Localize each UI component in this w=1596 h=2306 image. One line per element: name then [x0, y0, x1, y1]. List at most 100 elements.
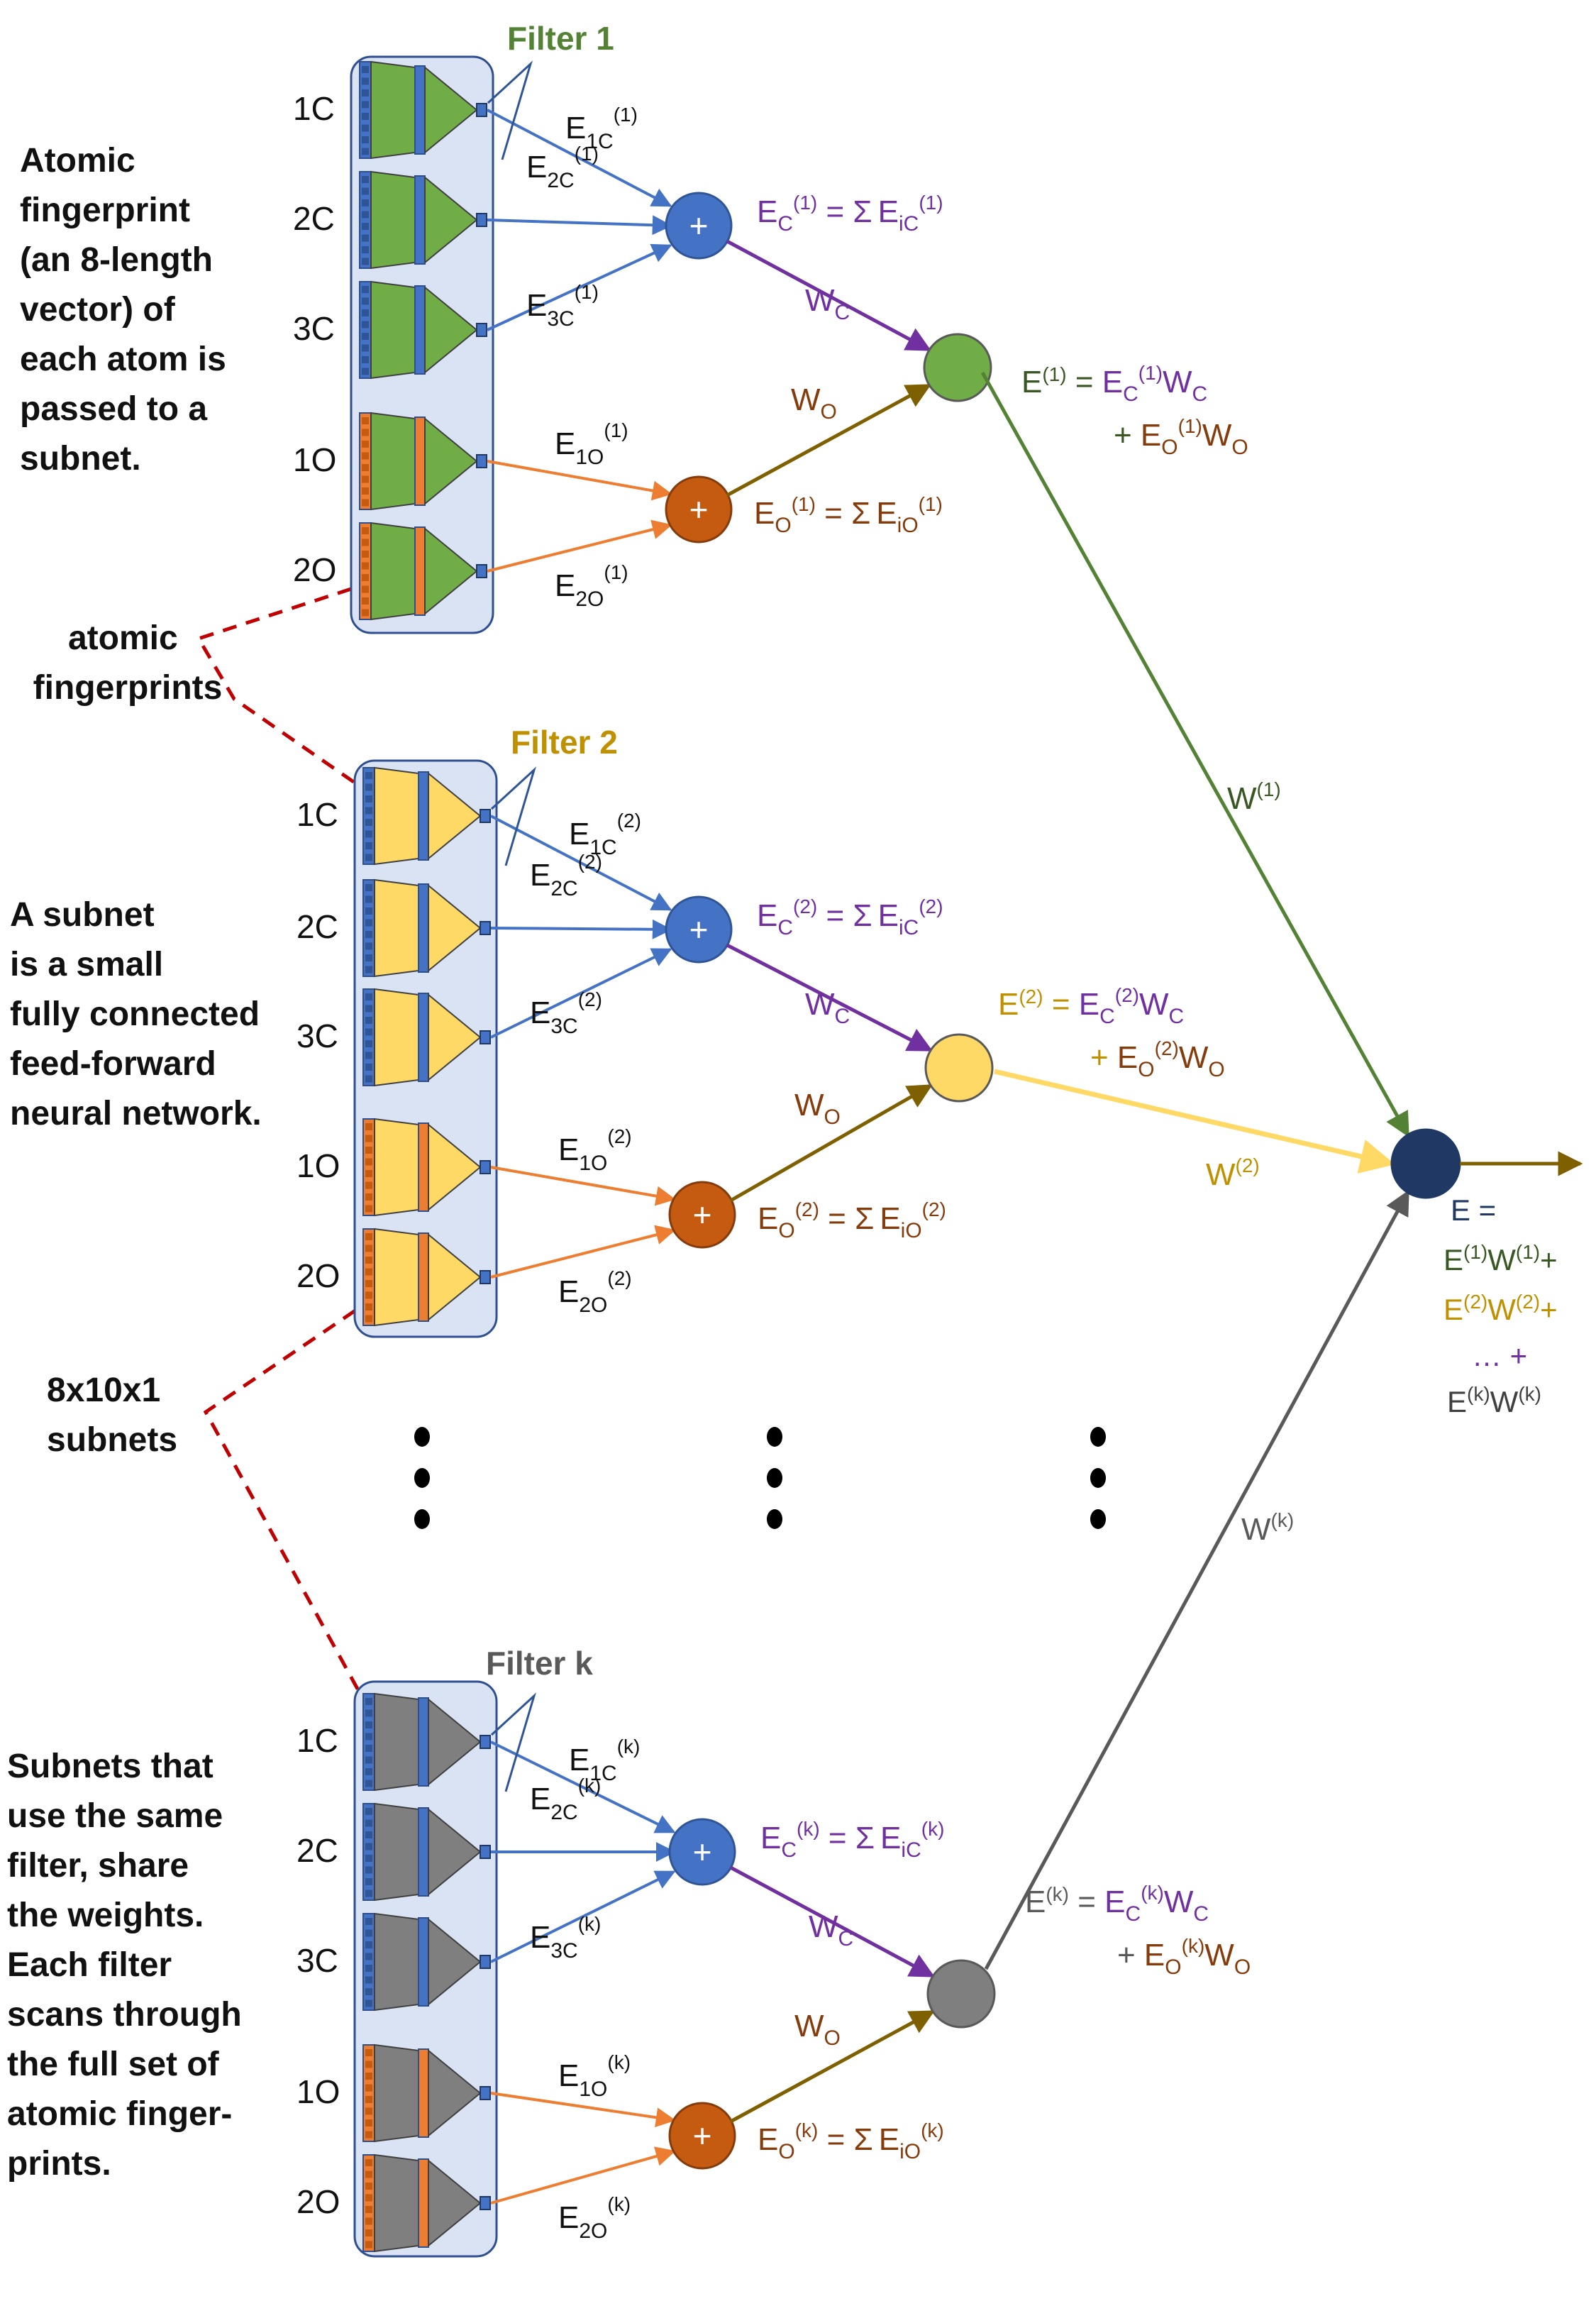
input-neuron [365, 1855, 372, 1862]
input-neuron [362, 113, 369, 120]
input-neuron [365, 2241, 372, 2249]
wo-edge [729, 2009, 936, 2124]
out-plus: + [1114, 418, 1141, 453]
note3-line: use the same [7, 1797, 223, 1835]
subnet-connections [374, 1692, 419, 1792]
row-label: 1O [297, 2073, 340, 2110]
input-neuron [365, 2131, 372, 2139]
subnet [359, 522, 487, 621]
hidden-layer [418, 993, 429, 1082]
ellipsis-dot [414, 1427, 430, 1447]
output-neuron [480, 2196, 491, 2210]
input-neuron [362, 101, 369, 109]
input-neuron [362, 258, 369, 265]
note3-line: Each filter [7, 1946, 172, 1984]
out-eo-sup: (k) [1182, 1935, 1205, 1957]
sum-lhs-sup: (2) [793, 895, 817, 917]
input-layer [362, 1803, 375, 1901]
edge-label-sub: 2O [579, 2219, 607, 2243]
subnets-label-line: 8x10x1 [47, 1372, 160, 1409]
edge-label-sup: (k) [607, 2051, 631, 2073]
note1-line: passed to a [20, 390, 207, 428]
input-neuron [365, 1064, 372, 1071]
input-neuron [365, 1075, 372, 1083]
out-plus: + [1090, 1040, 1117, 1075]
final-term-2-sup: (2) [1463, 1291, 1487, 1313]
output-neuron [476, 454, 487, 468]
subnet [359, 412, 487, 511]
input-neuron [362, 487, 369, 495]
output-neuron [480, 921, 491, 935]
input-neuron [365, 1976, 372, 1984]
input-neuron [365, 1245, 372, 1252]
edge-label-e: E [526, 288, 547, 323]
sum-rhs-sup: (k) [921, 2119, 944, 2141]
edge-label-e: E [555, 426, 575, 461]
edge-energy-label: E1O(1) [555, 419, 628, 469]
w1-sup: (1) [1257, 778, 1281, 800]
sum-lhs: E [758, 1201, 778, 1236]
row-label: 3C [293, 310, 335, 347]
note1-line: each atom is [20, 341, 226, 378]
subnet-output-funnel [428, 1232, 482, 1322]
sum-eq: = [816, 496, 851, 531]
input-layer [359, 522, 372, 620]
note1-line: vector) of [20, 291, 176, 329]
edge-label-sup: (k) [578, 1913, 602, 1935]
row-label: 2C [293, 200, 335, 237]
carbon-energy-edge [490, 948, 672, 1039]
input-neuron [365, 1941, 372, 1948]
sum-circle [668, 1181, 736, 1249]
out-wc: W [1139, 987, 1169, 1022]
w1-main: W [1227, 781, 1257, 816]
subnet-output-funnel [428, 771, 482, 861]
edge-label-sup: (k) [617, 1736, 641, 1758]
note3-line: the weights. [7, 1897, 204, 1934]
out-ec: E [1079, 987, 1099, 1022]
out-wo-sub: O [1231, 436, 1248, 459]
input-neuron [365, 807, 372, 815]
subnet-output-funnel [428, 883, 482, 973]
edge-label-sup: (1) [604, 561, 628, 583]
input-neuron [365, 1890, 372, 1897]
note3-line: filter, share [7, 1847, 189, 1885]
oxygen-energy-edge [490, 1225, 676, 1279]
input-neuron [362, 286, 369, 293]
wc-main: W [809, 1909, 838, 1944]
wo-main: W [791, 382, 821, 417]
row-label: 1C [297, 796, 338, 833]
ellipsis-dot [414, 1468, 430, 1488]
out-ec-sup: (2) [1115, 984, 1139, 1006]
out-wc-sub: C [1169, 1005, 1185, 1028]
input-neuron [365, 1193, 372, 1201]
oxygen-energy-edge [490, 2146, 676, 2205]
wo-label: WO [791, 382, 837, 424]
final-term-k-wsup: (k) [1518, 1383, 1541, 1405]
w1-edge-label: W(1) [1227, 778, 1281, 816]
input-layer [362, 2154, 375, 2252]
input-neuron [365, 1965, 372, 1972]
input-neuron [362, 344, 369, 352]
input-neuron [362, 368, 369, 375]
note1-line: subnet. [20, 440, 141, 478]
edge-label-sub: 3C [550, 1939, 577, 1963]
edge-label-sub: 3C [547, 307, 574, 331]
input-neuron [365, 2159, 372, 2166]
sum-lhs: E [757, 898, 777, 933]
input-neuron [362, 321, 369, 329]
input-layer [359, 61, 372, 159]
final-term-2-wsup: (2) [1516, 1291, 1540, 1313]
input-neuron [365, 1918, 372, 1925]
edge-label-sub: 1C [586, 130, 613, 153]
final-term-1-sup: (1) [1463, 1241, 1487, 1263]
edge-label-sub: 1O [575, 446, 604, 469]
edge-energy-label: E3C(1) [526, 281, 599, 331]
subnet-output-funnel [428, 1122, 482, 1212]
hidden-layer [418, 771, 429, 861]
input-neuron [365, 2096, 372, 2103]
plus-symbol: + [689, 911, 709, 948]
carbon-sum-node: + [665, 192, 733, 260]
final-term-k-e: E [1447, 1385, 1467, 1418]
note2-line: A subnet [10, 896, 155, 934]
